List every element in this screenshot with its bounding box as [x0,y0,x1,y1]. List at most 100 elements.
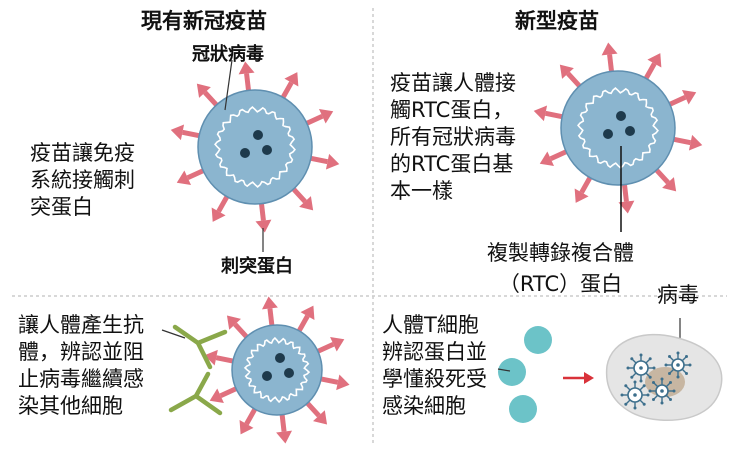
virus-body [197,89,313,205]
rna-ring [214,106,296,188]
t-cell-leader [497,368,511,372]
right-panel-title: 新型疫苗 [515,9,599,33]
spike [579,174,594,194]
spike [621,182,629,202]
spike-tip [681,89,697,105]
spike [203,90,220,109]
spike-tip [238,61,255,75]
spike-tip [539,151,555,167]
spike [186,167,207,181]
spike-tip [325,153,340,170]
left-panel-caption: 疫苗讓免疫 系統接觸刺 突蛋白 [30,141,135,219]
spike-tip [330,336,345,352]
rtc-protein-dot [262,145,272,155]
spike-tip [261,296,278,310]
spike-tip [176,170,192,186]
spike-tip [533,105,548,122]
spike [244,406,259,426]
spike [544,110,565,120]
t-cell-caption: 人體T細胞 辨認蛋白並 學懂殺死受 感染細胞 [382,313,487,418]
mini-virus [620,380,650,410]
spike [181,129,202,139]
antibody-lower [168,371,223,416]
spike-tip [336,374,350,391]
virus-label: 冠狀病毒 [192,44,264,65]
spike-tip [313,410,328,425]
left-panel-title: 現有新冠疫苗 [141,9,267,33]
spike-tip [618,200,635,214]
spike-tip [284,72,299,87]
coronavirus-right [533,42,703,214]
rtc-protein-dot [603,129,613,139]
spike [671,136,692,146]
spike-tip [204,349,218,366]
rna-ring [577,87,659,169]
rtc-protein-dot [275,353,285,363]
rna-ring [243,336,311,404]
rtc-protein-dot [616,111,626,121]
spike-tip [209,388,224,404]
spike [642,62,657,82]
spike [219,385,239,399]
spike-tip [601,42,618,56]
spike-tip [647,53,662,68]
coronavirus-neutralized [204,296,350,444]
t-cell [498,358,526,386]
spike-tip [226,315,241,330]
spike-tip [574,188,589,203]
coronavirus-left [170,61,340,233]
rtc-protein-dot [240,148,250,158]
spike-protein-label: 刺突蛋白 [221,256,293,277]
spike [279,81,294,101]
spike [549,148,570,162]
spike [215,355,236,364]
spike [607,54,615,74]
spike-tip [255,219,272,233]
spike-tip [559,64,574,79]
spike-tip [318,108,334,124]
spike [233,322,250,341]
t-cell [509,395,537,423]
spike-tip [239,420,254,435]
rtc-protein-dot [284,368,294,378]
spike [303,113,324,127]
right-panel-caption: 疫苗讓人體接 觸RTC蛋白， 所有冠狀病毒 的RTC蛋白基 本一樣 [390,71,516,203]
rtc-protein-dot [253,130,263,140]
rtc-protein-dot [625,126,635,136]
rtc-protein-label: 複製轉錄複合體 （RTC）蛋白 [487,241,634,296]
spike [308,155,329,165]
spike-tip [211,207,226,222]
spike-tip [276,430,293,444]
spike [279,412,287,432]
mini-virus [664,351,692,379]
spike [267,308,275,328]
spike [295,314,310,334]
spike-tip [299,196,314,211]
mini-virus [626,353,656,383]
spike [216,193,231,213]
spike-tip [196,83,211,98]
infected-cell [605,333,723,421]
spike-tip [688,134,703,151]
antibody-caption: 讓人體產生抗 體，辨認並阻 止病毒繼續感 染其他細胞 [18,313,144,418]
spike-tip [662,177,677,192]
spike [258,201,266,221]
virus-body [231,324,323,416]
spike [566,71,583,90]
virus-label-leader [224,59,233,111]
spike [304,399,321,418]
red-arrow [563,372,594,384]
spike [290,185,307,204]
spike [315,341,335,355]
antibody-label-leader [161,329,186,339]
spike [666,94,687,108]
mini-virus [648,377,676,405]
antibody-upper [172,324,228,370]
t-cell [524,326,552,354]
virus-body [560,70,676,186]
spike [653,166,670,185]
spike [318,376,339,385]
spike [244,73,252,93]
